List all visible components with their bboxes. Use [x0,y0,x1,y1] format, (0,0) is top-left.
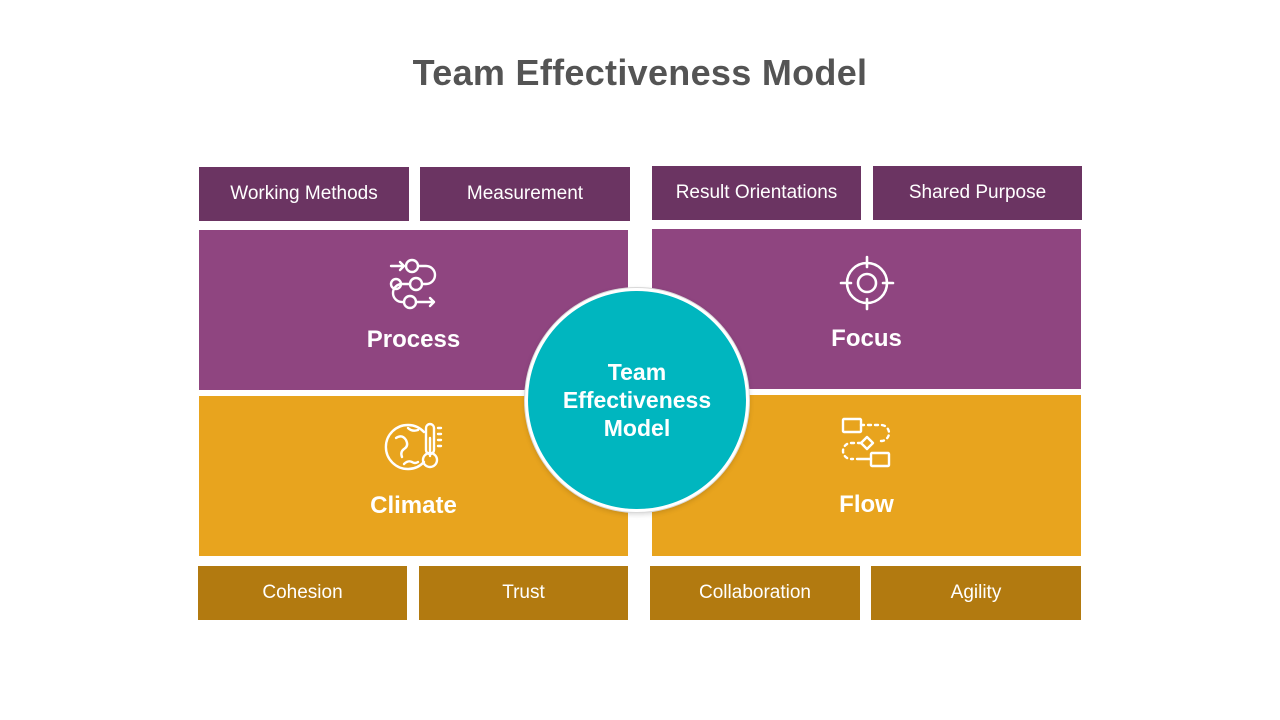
target-icon [839,255,894,311]
quadrant-label: Process [366,326,461,353]
tag-label: Working Methods [230,183,378,204]
tag-label: Cohesion [262,582,343,603]
tag-agility: Agility [871,566,1081,620]
tag-cohesion: Cohesion [198,566,407,620]
workflow-icon [841,417,890,468]
page-title: Team Effectiveness Model [412,52,868,93]
tag-working-methods: Working Methods [199,167,409,221]
center-label: Team Effectiveness Model [562,359,712,441]
globe-thermometer-icon [384,422,442,471]
tag-label: Shared Purpose [908,182,1047,203]
quadrant-label: Focus [831,325,902,352]
tag-measurement: Measurement [420,167,630,221]
quadrant-label: Climate [370,492,457,519]
tag-result-orientations: Result Orientations [652,166,861,220]
process-flow-icon [389,258,436,310]
tag-label: Agility [950,582,1002,603]
quadrant-label: Flow [839,491,894,518]
tag-shared-purpose: Shared Purpose [873,166,1082,220]
tag-label: Collaboration [699,582,811,603]
tag-trust: Trust [419,566,628,620]
center-circle: Team Effectiveness Model [525,288,749,512]
tag-label: Result Orientations [675,182,838,203]
tag-collaboration: Collaboration [650,566,860,620]
tag-label: Measurement [466,183,584,204]
quadrant-process: Process [199,230,628,390]
tag-label: Trust [502,582,545,603]
